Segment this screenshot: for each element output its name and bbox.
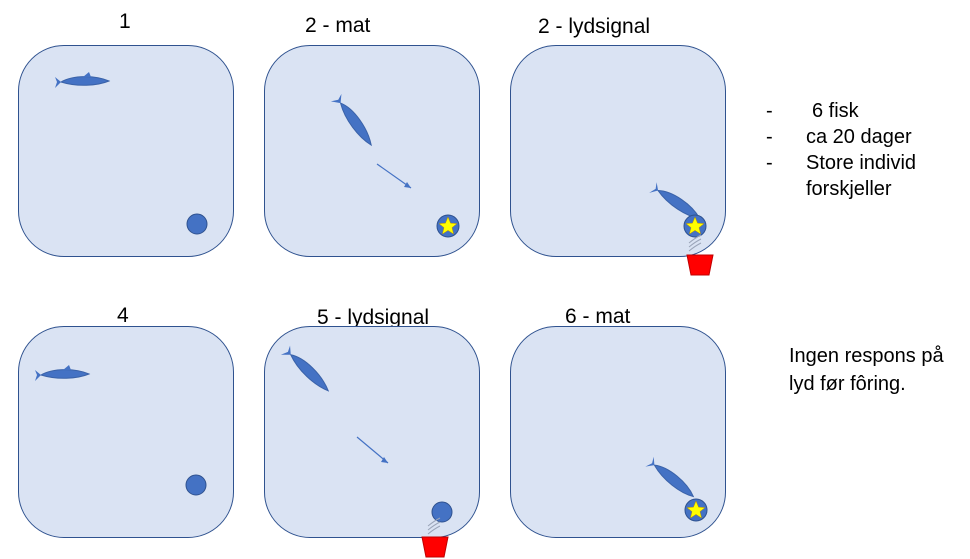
panel-title-1: 1 xyxy=(119,10,131,33)
food-star-icon xyxy=(686,500,706,519)
note-item: Store individ forskjeller xyxy=(762,150,970,202)
panel-title-5-lydsignal: 5 - lydsignal xyxy=(317,306,430,329)
tank-panel-2-lydsignal xyxy=(510,45,726,276)
note-text: Store individ forskjeller xyxy=(806,152,917,200)
arrow-icon xyxy=(356,436,389,464)
food-star-icon xyxy=(438,216,458,235)
tank-3-drawing xyxy=(649,182,714,276)
fish-icon xyxy=(645,456,695,498)
panel-title-2-lydsignal: 2 - lydsignal xyxy=(538,15,651,38)
arrow-icon xyxy=(376,163,412,189)
fish-icon xyxy=(55,72,111,88)
speaker-icon xyxy=(686,254,714,276)
feeder-spot-icon xyxy=(431,501,453,523)
note-item: ca 20 dager xyxy=(762,124,970,150)
food-star-icon xyxy=(685,216,705,235)
note-item: 6 fisk xyxy=(762,98,970,124)
speaker-icon xyxy=(421,536,449,558)
notes-list: 6 fisk ca 20 dager Store individ forskje… xyxy=(762,98,970,202)
tank-1-drawing xyxy=(55,72,208,235)
panel-title-2-mat: 2 - mat xyxy=(305,14,371,37)
note-text: 6 fisk xyxy=(812,100,859,122)
sound-waves-icon xyxy=(688,234,702,252)
tank-panel-6-mat xyxy=(510,326,726,538)
feeder-spot-icon xyxy=(186,213,208,235)
tank-6-drawing xyxy=(645,456,708,522)
sound-waves-icon xyxy=(427,517,441,535)
tank-4-drawing xyxy=(35,365,207,496)
fish-icon xyxy=(330,93,372,147)
panel-title-6-mat: 6 - mat xyxy=(565,305,631,328)
tank-panel-4 xyxy=(18,326,234,538)
tank-5-drawing xyxy=(280,345,453,558)
tank-panel-1 xyxy=(18,45,234,257)
tank-panel-2-mat xyxy=(264,45,480,257)
tank-panel-5-lydsignal xyxy=(264,326,480,558)
fish-icon xyxy=(280,345,330,392)
fish-icon xyxy=(35,365,91,381)
feeder-spot-icon xyxy=(185,474,207,496)
bottom-note: Ingen respons på lyd før fôring. xyxy=(789,345,944,395)
tank-2-drawing xyxy=(330,93,460,238)
panel-title-4: 4 xyxy=(117,304,129,327)
note-text: ca 20 dager xyxy=(806,126,912,148)
